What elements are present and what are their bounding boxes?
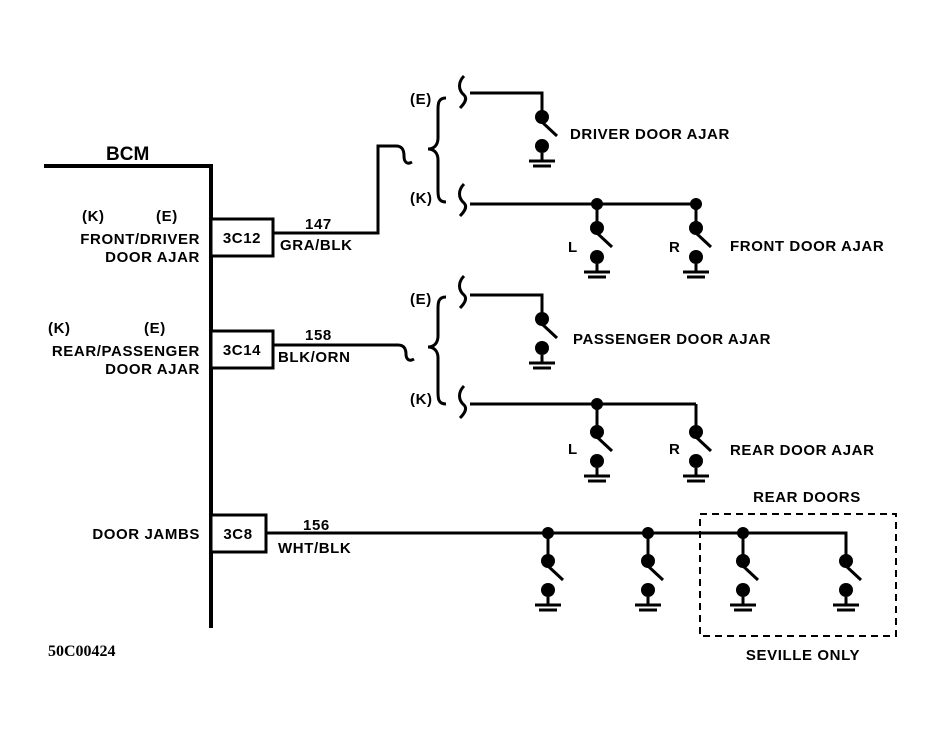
pin-3c12: 3C12 (209, 217, 275, 258)
bcm-title: BCM (106, 144, 149, 165)
rear-input-label-2: DOOR AJAR (105, 361, 200, 378)
front-left-switch-arm (595, 231, 614, 249)
wire-147-circuit: 147 (305, 216, 332, 233)
front-input-label-1: FRONT/DRIVER (80, 231, 200, 248)
pin-3c8-label: 3C8 (223, 526, 252, 543)
front-e-branch-tag: (E) (410, 91, 432, 108)
bcm-input-front-driver: (K) (E) FRONT/DRIVER DOOR AJAR (80, 208, 200, 266)
rear-e-tag: (E) (144, 320, 166, 337)
ground-icon (683, 264, 709, 279)
ground-icon (584, 468, 610, 483)
front-input-label-2: DOOR AJAR (105, 249, 200, 266)
ground-icon (635, 597, 661, 612)
bcm-input-door-jambs: DOOR JAMBS (92, 526, 200, 543)
front-right-contact-bottom (689, 250, 703, 264)
ground-icon (683, 468, 709, 483)
rear-left-switch-arm (595, 435, 614, 453)
wire-147: 147 GRA/BLK (273, 144, 413, 254)
pin-3c14-label: 3C14 (223, 342, 261, 359)
passenger-door-ajar-circuit: PASSENGER DOOR AJAR (458, 274, 771, 370)
ground-icon (730, 597, 756, 612)
bcm-input-rear-passenger: (K) (E) REAR/PASSENGER DOOR AJAR (48, 320, 200, 378)
wire-156-color: WHT/BLK (278, 540, 351, 557)
jamb-switch-3 (730, 527, 760, 612)
wire-147-color: GRA/BLK (280, 237, 353, 254)
door-jamb-switches (535, 527, 863, 612)
rear-left-label: L (568, 441, 578, 458)
rear-left-contact-bottom (590, 454, 604, 468)
ground-icon (529, 153, 555, 168)
bcm-module: BCM (44, 144, 213, 628)
front-right-label: R (669, 239, 680, 256)
pin-3c12-label: 3C12 (223, 230, 261, 247)
jamb-switch-1 (535, 527, 565, 612)
rear-right-contact-bottom (689, 454, 703, 468)
rear-e-branch-tag: (E) (410, 291, 432, 308)
wire-158-color: BLK/ORN (278, 349, 351, 366)
front-e-tag: (E) (156, 208, 178, 225)
rear-right-switch-arm (694, 435, 713, 453)
jamb-switch-4 (833, 554, 863, 612)
wire-158-circuit: 158 (305, 327, 332, 344)
pin-3c14: 3C14 (209, 329, 275, 370)
front-left-contact-bottom (590, 250, 604, 264)
rear-k-branch-tag: (K) (410, 391, 433, 408)
passenger-door-ajar-label: PASSENGER DOOR AJAR (573, 331, 771, 348)
wire-156: 156 WHT/BLK (266, 517, 848, 557)
rear-right-label: R (669, 441, 680, 458)
passenger-switch-contact-top (535, 312, 549, 326)
front-right-switch-arm (694, 231, 713, 249)
pin-3c8: 3C8 (209, 513, 268, 554)
jambs-input-label: DOOR JAMBS (92, 526, 200, 543)
seville-only-box: REAR DOORS SEVILLE ONLY (699, 489, 897, 664)
rear-branch-brace: (E) (K) (410, 291, 447, 408)
front-door-ajar-label: FRONT DOOR AJAR (730, 238, 884, 255)
rear-left-contact-top (590, 425, 604, 439)
front-k-tag: (K) (82, 208, 105, 225)
rear-doors-label: REAR DOORS (753, 489, 861, 506)
rear-k-tag: (K) (48, 320, 71, 337)
driver-switch-arm (540, 120, 559, 138)
figure-code: 50C00424 (48, 643, 116, 660)
wire-158: 158 BLK/ORN (273, 327, 415, 366)
driver-door-ajar-circuit: DRIVER DOOR AJAR (458, 74, 730, 168)
ground-icon (833, 597, 859, 612)
rear-right-contact-top (689, 425, 703, 439)
seville-only-label: SEVILLE ONLY (746, 647, 860, 664)
ground-icon (584, 264, 610, 279)
ground-icon (535, 597, 561, 612)
front-left-contact-top (590, 221, 604, 235)
front-left-label: L (568, 239, 578, 256)
front-k-branch-tag: (K) (410, 190, 433, 207)
passenger-switch-arm (540, 322, 559, 340)
front-right-contact-top (689, 221, 703, 235)
wire-156-circuit: 156 (303, 517, 330, 534)
front-door-ajar-circuit: L R FRONT DOOR AJAR (458, 182, 884, 279)
rear-door-ajar-label: REAR DOOR AJAR (730, 442, 875, 459)
jamb-switch-2 (635, 527, 665, 612)
rear-input-label-1: REAR/PASSENGER (52, 343, 200, 360)
front-branch-brace: (E) (K) (410, 91, 447, 207)
rear-door-ajar-circuit: L R REAR DOOR AJAR (458, 384, 875, 483)
ground-icon (529, 355, 555, 370)
passenger-switch-contact-bottom (535, 341, 549, 355)
driver-switch-contact-bottom (535, 139, 549, 153)
driver-switch-contact-top (535, 110, 549, 124)
driver-door-ajar-label: DRIVER DOOR AJAR (570, 126, 730, 143)
